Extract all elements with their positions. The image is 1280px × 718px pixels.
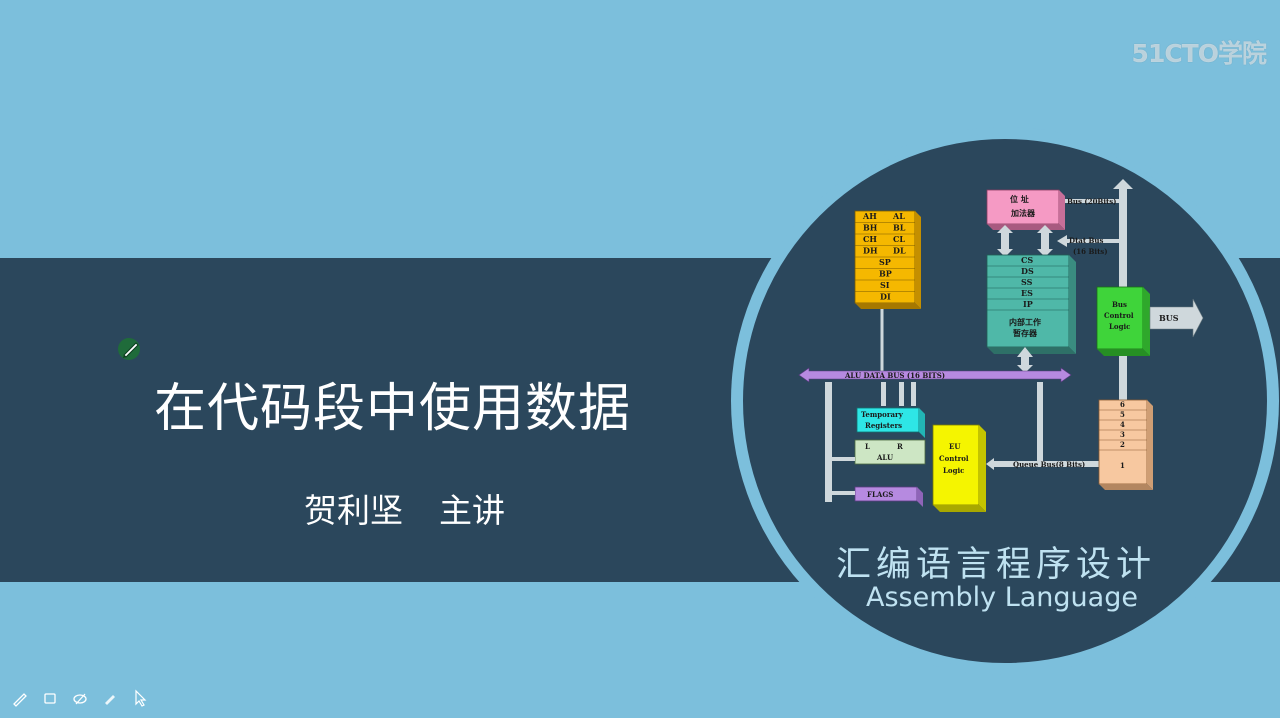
bus20-label: Bus (20Bits): [1067, 197, 1117, 206]
general-registers: AH AL BH BL CH CL DH DL SP BP SI DI: [854, 210, 921, 309]
presenter-name: 贺利坚: [304, 491, 403, 530]
reg-cl: CL: [893, 234, 905, 244]
queue-2: 2: [1120, 440, 1125, 449]
reg-al: AL: [892, 211, 905, 221]
reg-bp: BP: [879, 269, 892, 279]
presenter-line: 贺利坚主讲: [304, 484, 505, 532]
reg-ch: CH: [863, 234, 877, 244]
eu-control-logic: EU Control Logic: [932, 424, 986, 512]
reg-bh: BH: [863, 223, 878, 233]
segment-registers: CS DS SS ES IP 内部工作 暂存器: [986, 254, 1076, 354]
reg-ip: IP: [1023, 299, 1033, 309]
annotation-toolbar: [10, 686, 150, 710]
flags-register: FLAGS: [854, 486, 923, 507]
reg-si: SI: [880, 280, 890, 290]
eu-label-3: Logic: [943, 466, 964, 475]
alu-l-label: L: [865, 442, 870, 451]
bus-label: BUS: [1159, 313, 1179, 323]
alu-bus-label: ALU DATA BUS (16 BITS): [844, 371, 945, 380]
alu-r-label: R: [897, 442, 903, 451]
reg-es: ES: [1021, 288, 1033, 298]
queue-4: 4: [1120, 420, 1125, 429]
reg-cs: CS: [1021, 255, 1033, 265]
cpu-architecture-diagram: .rt { font-size:8px; fill:#1a1a1a; } .st…: [798, 179, 1204, 512]
pointer-icon[interactable]: [130, 688, 150, 708]
reg-ds: DS: [1021, 266, 1034, 276]
adder-label-1: 位 址: [1010, 194, 1029, 204]
pen-cursor-icon: [116, 335, 144, 363]
instruction-queue: 6 5 4 3 2 1: [1098, 399, 1153, 490]
temp-regs-label-2: Registers: [865, 421, 902, 430]
address-adder: 位 址 加法器: [986, 189, 1065, 230]
temporary-registers: Temporary Registers: [856, 407, 925, 438]
data-bus-bits: (16 Bits): [1073, 247, 1108, 256]
temp-regs-label-1: Temporary: [861, 410, 904, 419]
bus-control-logic: Bus Control Logic: [1096, 286, 1150, 356]
marker-icon[interactable]: [100, 688, 120, 708]
queue-5: 5: [1120, 410, 1125, 419]
data-bus-label: Dtat Bus: [1069, 236, 1104, 245]
reg-sp: SP: [879, 257, 891, 267]
queue-bus-label: Queue Bus(8 Bits): [1013, 460, 1085, 469]
internal-reg-label-2: 暂存器: [1013, 328, 1038, 338]
adder-label-2: 加法器: [1010, 208, 1036, 218]
queue-1: 1: [1120, 461, 1125, 470]
reg-bl: BL: [893, 223, 906, 233]
reg-ss: SS: [1021, 277, 1033, 287]
watermark-logo: 51CTO学院: [1131, 39, 1267, 68]
page-title: 在代码段中使用数据: [154, 379, 632, 439]
reg-dl: DL: [893, 246, 906, 256]
alu-label: ALU: [876, 453, 893, 462]
queue-3: 3: [1120, 430, 1125, 439]
presenter-role: 主讲: [439, 491, 505, 530]
queue-bus: Queue Bus(8 Bits): [986, 458, 1100, 470]
flags-label: FLAGS: [867, 490, 893, 499]
alu-unit: L R ALU: [854, 439, 926, 465]
bcl-label-1: Bus: [1112, 300, 1127, 309]
bcl-label-3: Logic: [1109, 322, 1130, 331]
bcl-label-2: Control: [1104, 311, 1134, 320]
bus-arrow: BUS: [1149, 298, 1204, 338]
eu-label-1: EU: [949, 442, 960, 451]
pen-icon[interactable]: [10, 688, 30, 708]
internal-reg-label-1: 内部工作: [1009, 317, 1041, 327]
course-title-en: Assembly Language: [866, 582, 1138, 613]
highlighter-icon[interactable]: [70, 688, 90, 708]
eu-label-2: Control: [939, 454, 969, 463]
reg-ah: AH: [862, 211, 877, 221]
reg-di: DI: [880, 292, 891, 302]
queue-6: 6: [1120, 400, 1125, 409]
course-title-cn: 汇编语言程序设计: [836, 545, 1157, 585]
reg-dh: DH: [863, 246, 878, 256]
alu-data-bus: ALU DATA BUS (16 BITS): [798, 367, 1072, 383]
eraser-icon[interactable]: [40, 688, 60, 708]
